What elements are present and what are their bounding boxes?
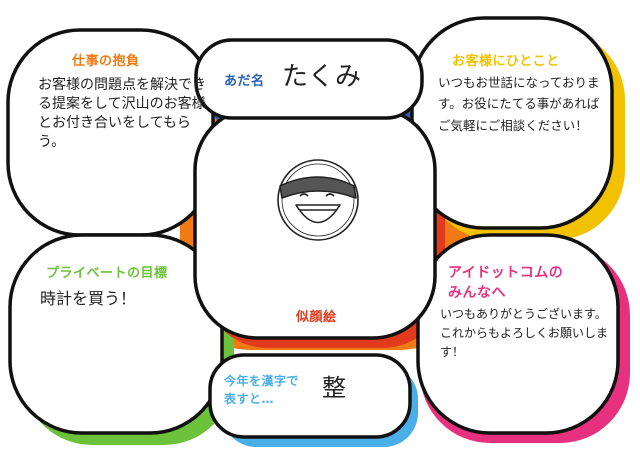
job-card-body: お客様の問題点を解決できる提案をして沢山のお客様とお付き合いをしてもらう。 — [38, 77, 206, 150]
team-card — [416, 233, 620, 435]
kanji-title-line1: 今年を漢字で — [224, 374, 300, 388]
portrait-card — [193, 106, 437, 340]
kanji-value: 整 — [322, 374, 346, 402]
nickname-card — [194, 38, 424, 120]
private-goal-body: 時計を買う！ — [40, 289, 137, 308]
portrait-caption: 似顔絵 — [296, 310, 337, 325]
nickname-value: たくみ — [282, 62, 362, 92]
team-card-title-line1: アイドットコムの — [448, 265, 564, 281]
private-goal-title: プライベートの目標 — [46, 266, 168, 281]
job-card-title: 仕事の抱負 — [72, 54, 140, 69]
team-card-title-line2: みんなへ — [448, 285, 506, 301]
message-card-title: お客様にひとこと — [452, 54, 560, 69]
smiling-face-icon — [277, 159, 359, 241]
team-card-body: いつもありがとうございます。これからもよろしくお願いします！ — [440, 307, 609, 360]
private-goal-card — [8, 233, 224, 435]
kanji-title-line2: 表すと… — [224, 392, 275, 406]
kanji-card — [208, 353, 412, 439]
nickname-title: あだ名 — [224, 74, 265, 89]
message-card-body: いつもお世話になっております。お役にたてる事があればご気軽にご相談ください！ — [438, 75, 600, 133]
